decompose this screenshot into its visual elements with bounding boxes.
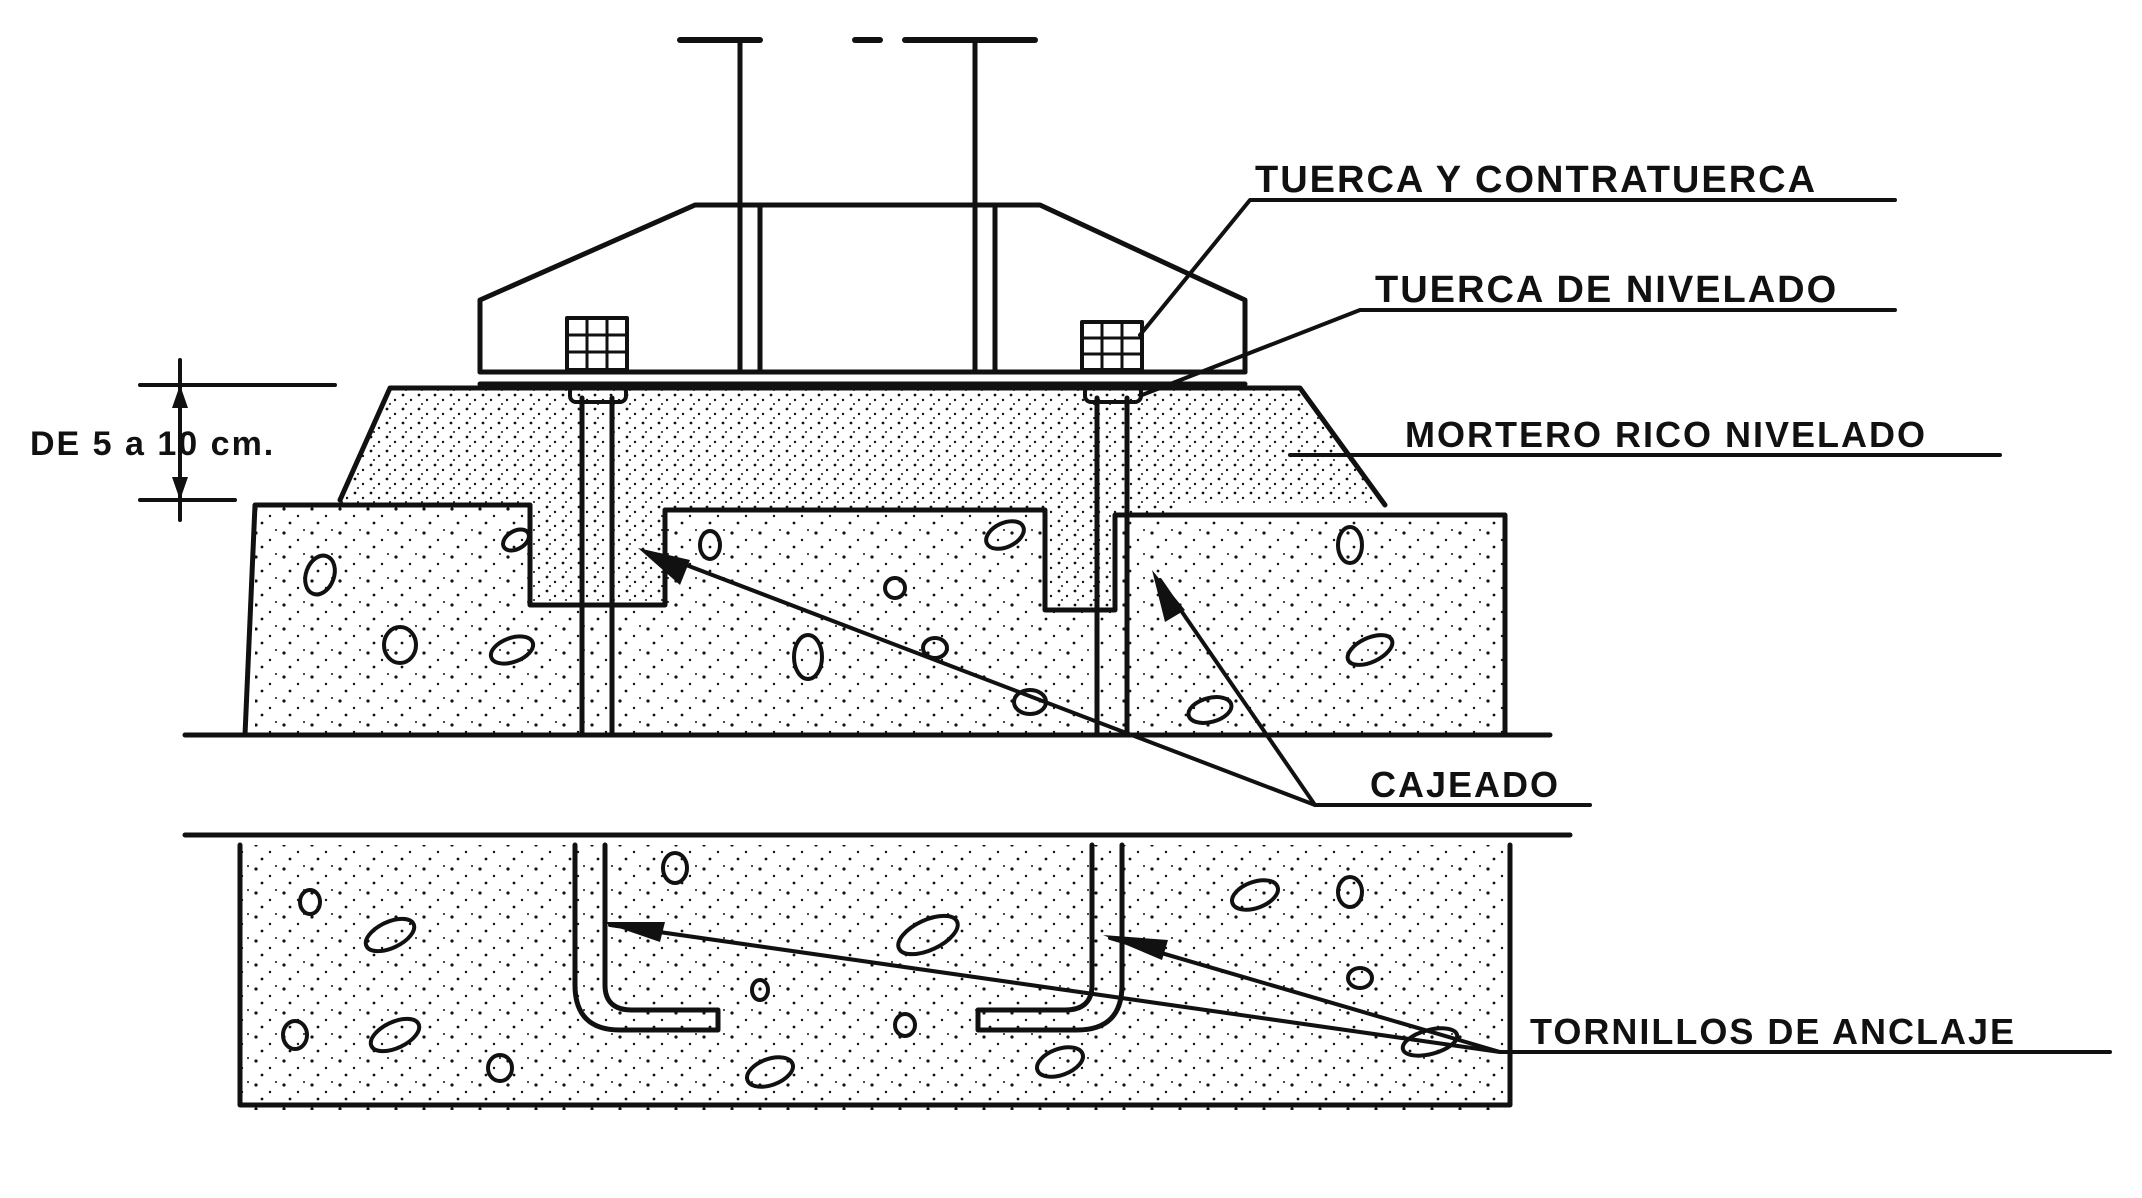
leader-leveling-nut xyxy=(1140,308,1897,397)
leader-pocket-right xyxy=(1158,578,1317,807)
label-dimension: DE 5 a 10 cm. xyxy=(30,425,275,463)
leader-lines xyxy=(608,198,2112,1054)
label-anchor-bolts: TORNILLOS DE ANCLAJE xyxy=(1530,1011,2016,1052)
anchor-bolt-left xyxy=(572,395,721,1033)
label-rich-mortar: MORTERO RICO NIVELADO xyxy=(1405,414,1927,455)
nut-left xyxy=(565,316,629,404)
label-leveling-nut: TUERCA DE NIVELADO xyxy=(1375,269,1838,311)
leader-arrowheads xyxy=(602,548,1185,960)
upper-concrete-block xyxy=(182,502,1553,738)
leader-nut-and-locknut xyxy=(1138,198,1897,337)
anchor-bolt-right xyxy=(975,395,1130,1033)
dimension-marker xyxy=(138,358,337,522)
label-nut-and-locknut: TUERCA Y CONTRATUERCA xyxy=(1255,159,1817,201)
lower-concrete-block xyxy=(182,832,1573,1110)
mortar-layer xyxy=(337,385,1388,610)
gusset-plate xyxy=(477,202,1248,375)
base-plate xyxy=(477,369,1248,387)
label-pocket: CAJEADO xyxy=(1370,764,1560,805)
leader-anchor-right xyxy=(1108,936,1502,1054)
